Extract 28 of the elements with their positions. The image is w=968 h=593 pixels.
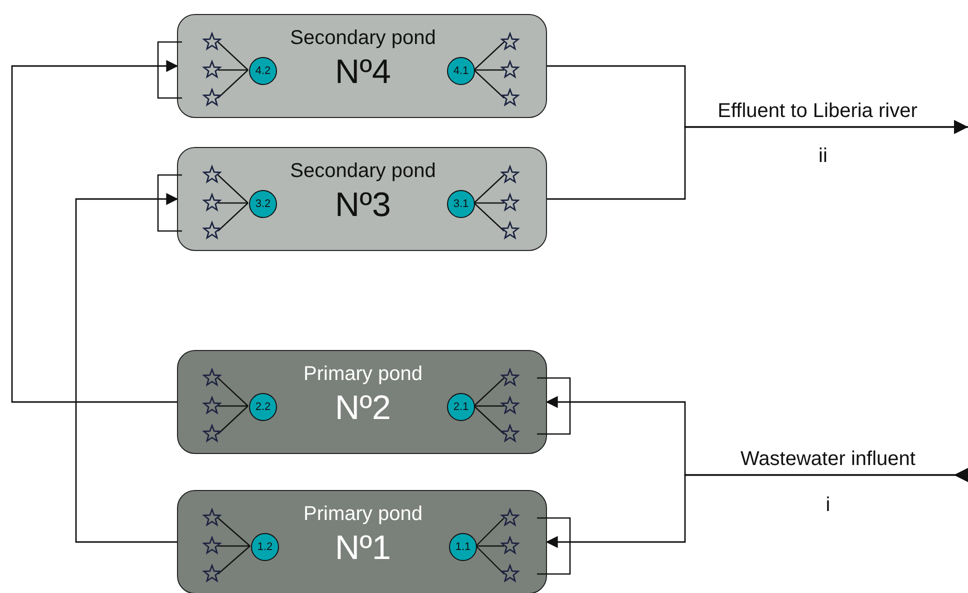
flow-number: ii [818, 145, 828, 168]
flow-arrow [547, 120, 968, 200]
pond-number: Nº2 [334, 389, 392, 428]
aerator-label: 1.2 [251, 533, 279, 561]
aerator-label: 3.2 [249, 190, 277, 218]
pond-number: Nº3 [334, 186, 392, 225]
pond-box [177, 147, 547, 251]
flow-label: Wastewater influent [740, 448, 916, 471]
aerator-label: 1.1 [449, 533, 477, 561]
flow-arrow [75, 193, 178, 543]
pond-number: Nº4 [334, 53, 392, 92]
pond-title: Primary pond [302, 503, 424, 526]
pond-title: Secondary pond [289, 27, 437, 50]
flow-label: Effluent to Liberia river [716, 100, 918, 123]
pond-box [177, 350, 547, 454]
pond-number: Nº1 [334, 529, 392, 568]
pond-title: Primary pond [302, 363, 424, 386]
aerator-label: 2.1 [447, 393, 475, 421]
aerator-label: 2.2 [249, 393, 277, 421]
flow-arrow [11, 60, 178, 403]
pond-title: Secondary pond [289, 160, 437, 183]
aerator-label: 3.1 [447, 190, 475, 218]
pond-box [177, 14, 547, 118]
aerator-label: 4.1 [447, 57, 475, 85]
flow-arrow [546, 468, 968, 548]
aerator-label: 4.2 [249, 57, 277, 85]
flow-number: i [824, 494, 832, 517]
pond-box [177, 490, 547, 593]
